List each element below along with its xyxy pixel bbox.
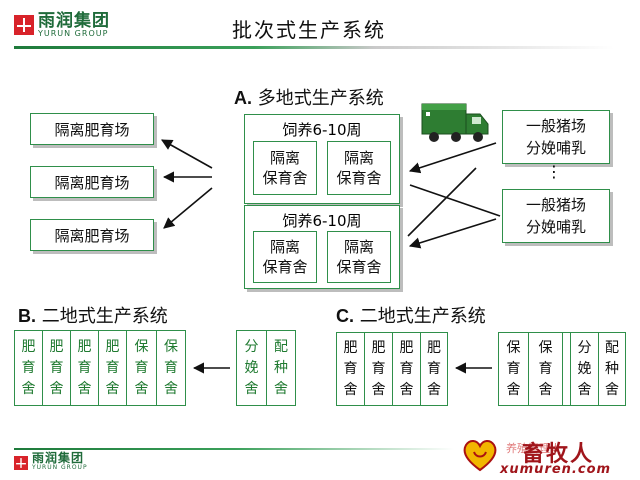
isolation-finishing-box-2: 隔离肥育场 <box>30 166 154 198</box>
nursery-cell-2a-l2: 保育舍 <box>262 258 308 276</box>
arrow-farm1-to-group1 <box>408 142 497 174</box>
nursery-cell-1b-l1: 隔离 <box>343 149 374 167</box>
nursery-cell-2b-l2: 保育舍 <box>336 258 382 276</box>
cross-line-1 <box>409 184 501 217</box>
farrowing-farm-2-l2: 分娩哺乳 <box>525 218 586 236</box>
section-a-title: A. 多地式生产系统 <box>234 84 384 110</box>
section-b-main-group: 肥育舍 肥育舍 肥育舍 肥育舍 保育舍 保育舍 <box>14 330 186 406</box>
nursery-group-2-header: 饲养6-10周 <box>282 212 362 230</box>
section-c-col-3: 肥育舍 <box>393 333 421 405</box>
farrowing-farm-1-l1: 一般猪场 <box>525 117 586 135</box>
section-b-col-6: 保育舍 <box>164 338 178 397</box>
section-b-col-2: 肥育舍 <box>43 331 71 405</box>
nursery-cell-1b-l2: 保育舍 <box>336 169 382 187</box>
nursery-cell-2a-l1: 隔离 <box>269 238 300 256</box>
section-a-letter: A. <box>234 88 252 108</box>
nursery-cell-1a: 隔离 保育舍 <box>253 141 317 195</box>
isolation-finishing-box-1: 隔离肥育场 <box>30 113 154 145</box>
section-c-side-col-3: 分娩舍 <box>571 333 599 405</box>
cross-line-2 <box>407 167 477 237</box>
section-c-side-gap <box>563 333 571 405</box>
section-c-main-group: 肥育舍 肥育舍 肥育舍 肥育舍 <box>336 332 448 406</box>
section-c-side-col-4: 配种舍 <box>605 339 619 398</box>
nursery-cell-1b: 隔离 保育舍 <box>327 141 391 195</box>
logo-en: YURUN GROUP <box>38 29 109 38</box>
logo-mark-icon <box>14 15 34 35</box>
section-bc-arrows <box>192 362 492 374</box>
section-c-col-1: 肥育舍 <box>337 333 365 405</box>
footer-logo-mark-icon <box>14 455 28 470</box>
section-c-side-col-2: 保育舍 <box>529 333 563 405</box>
arrow-to-box-1 <box>161 139 213 169</box>
section-b-title: B. 二地式生产系统 <box>18 302 168 328</box>
nursery-group-1-header: 饲养6-10周 <box>282 121 362 139</box>
header-logo: 雨润集团 YURUN GROUP <box>14 12 110 38</box>
section-c-col-2: 肥育舍 <box>365 333 393 405</box>
section-b-side-col-1: 分娩舍 <box>237 331 267 405</box>
nursery-cell-1a-l1: 隔离 <box>269 149 300 167</box>
farrowing-farm-box-2: 一般猪场 分娩哺乳 <box>502 189 610 243</box>
section-a-arrows <box>161 139 501 249</box>
footer-logo-cn: 雨润集团 <box>32 451 85 465</box>
section-b-letter: B. <box>18 306 36 326</box>
watermark-partial-text: 养殖管理人 <box>506 442 561 455</box>
page-title: 批次式生产系统 <box>232 18 386 42</box>
nursery-group-1: 饲养6-10周 隔离 保育舍 隔离 保育舍 <box>244 114 400 204</box>
section-b-side-col-2: 配种舍 <box>274 338 288 397</box>
section-c-title: C. 二地式生产系统 <box>336 302 486 328</box>
nursery-cell-1a-l2: 保育舍 <box>262 169 308 187</box>
farrowing-farm-1-l2: 分娩哺乳 <box>525 139 586 157</box>
section-c-name: 二地式生产系统 <box>359 306 486 327</box>
section-b-col-3: 肥育舍 <box>71 331 99 405</box>
section-c-letter: C. <box>336 306 354 326</box>
footer-rule <box>14 448 454 450</box>
section-b-col-4: 肥育舍 <box>99 331 127 405</box>
section-b-col-1: 肥育舍 <box>15 331 43 405</box>
isolation-finishing-box-3: 隔离肥育场 <box>30 219 154 251</box>
section-a-name: 多地式生产系统 <box>257 88 384 109</box>
arrow-to-box-3 <box>163 187 213 229</box>
section-b-name: 二地式生产系统 <box>41 306 168 327</box>
footer-logo-en: YURUN GROUP <box>32 464 88 471</box>
vertical-ellipsis: ⋮ <box>546 162 562 181</box>
nursery-group-2: 饲养6-10周 隔离 保育舍 隔离 保育舍 <box>244 205 400 289</box>
section-c-col-4: 肥育舍 <box>427 339 441 398</box>
section-c-side-group: 保育舍 保育舍 分娩舍 配种舍 <box>498 332 626 406</box>
header-rule <box>14 46 614 49</box>
watermark-heart-icon <box>462 438 498 472</box>
farrowing-farm-2-l1: 一般猪场 <box>525 196 586 214</box>
footer-logo: 雨润集团 YURUN GROUP <box>14 452 88 471</box>
logo-cn: 雨润集团 <box>38 11 110 31</box>
section-b-side-group: 分娩舍 配种舍 <box>236 330 296 406</box>
truck-icon <box>420 100 492 150</box>
nursery-cell-2a: 隔离 保育舍 <box>253 231 317 283</box>
farrowing-farm-box-1: 一般猪场 分娩哺乳 <box>502 110 610 164</box>
arrow-farm2-to-group2 <box>408 218 497 249</box>
section-b-col-5: 保育舍 <box>127 331 157 405</box>
watermark-title: 畜牧人 <box>522 442 595 467</box>
section-c-side-col-1: 保育舍 <box>499 333 529 405</box>
nursery-cell-2b: 隔离 保育舍 <box>327 231 391 283</box>
nursery-cell-2b-l1: 隔离 <box>343 238 374 256</box>
watermark-url: xumuren.com <box>500 462 612 477</box>
